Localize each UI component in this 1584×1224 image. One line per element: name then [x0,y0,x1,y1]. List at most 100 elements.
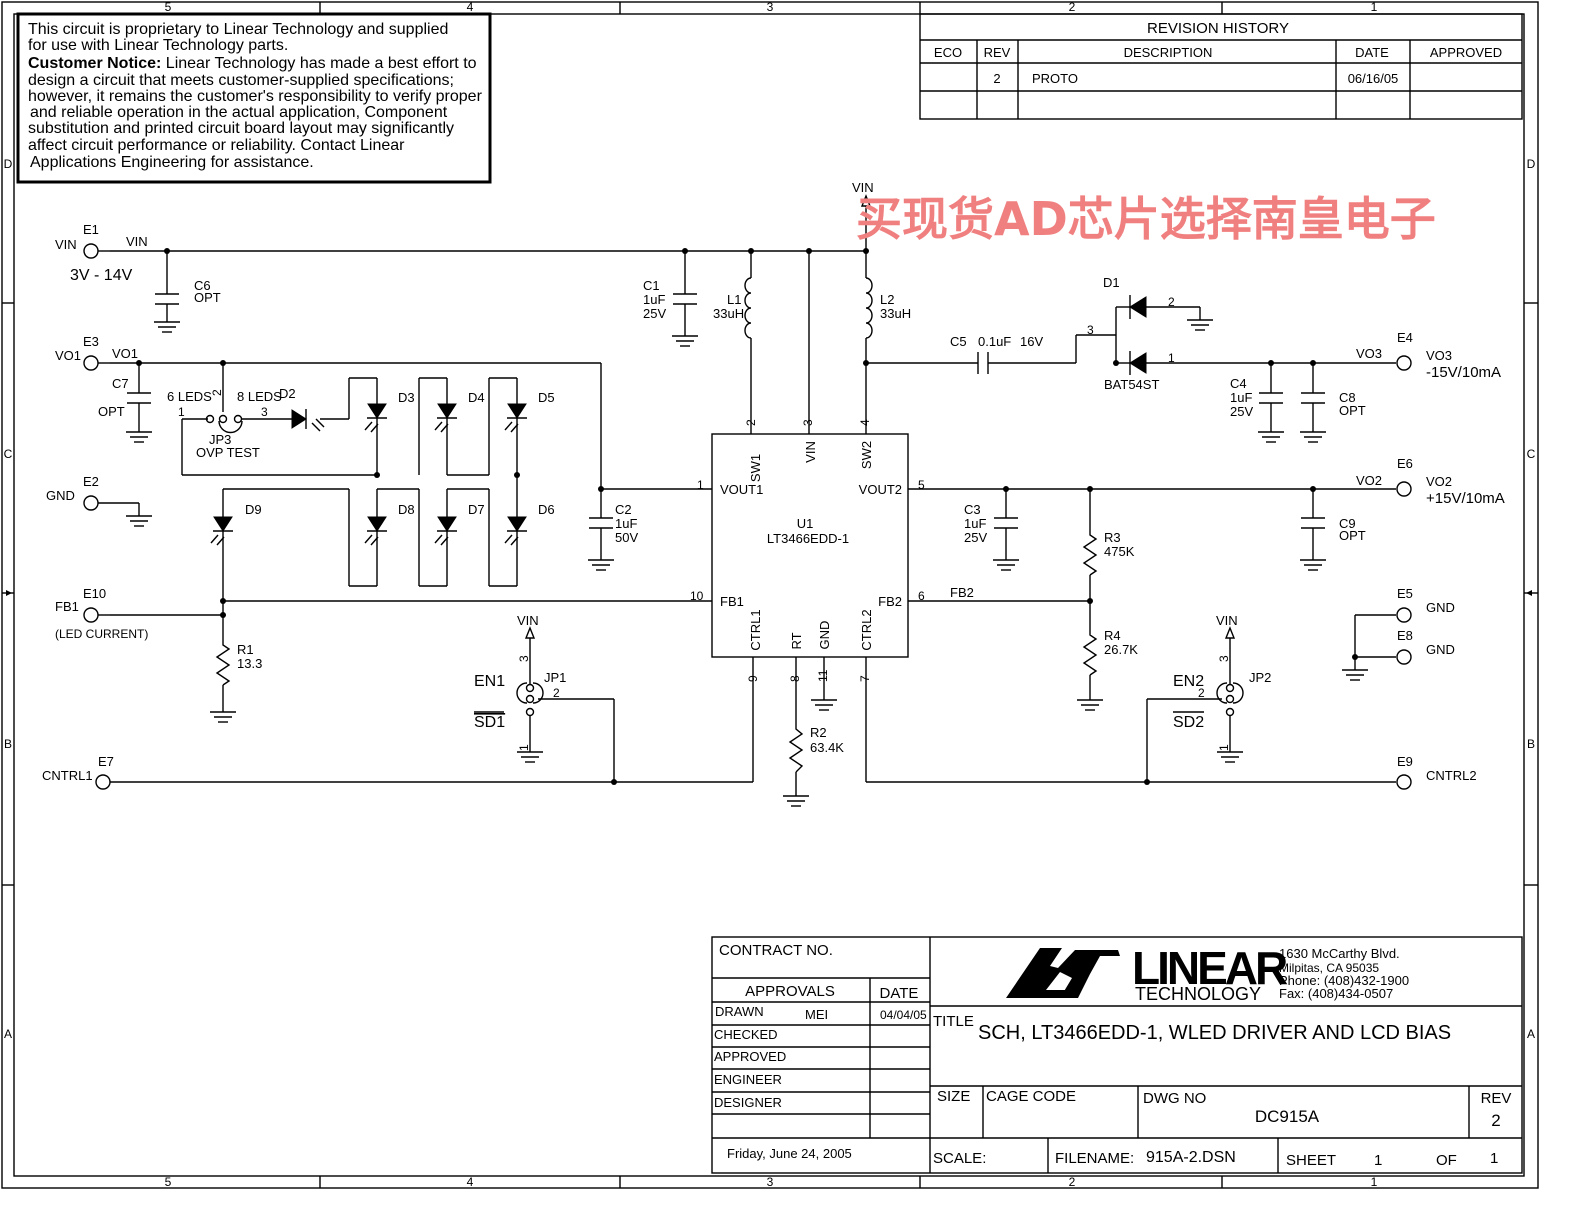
terminal-e1[interactable] [83,243,99,259]
component-ref: R1 [237,642,254,657]
notice-line: Customer Notice: Linear Technology has m… [28,55,477,72]
component-ref: C4 [1230,376,1247,391]
title-block: CONTRACT NO. APPROVALS DATE DRAWN MEI 04… [711,936,1523,1174]
company-address: Milpitas, CA 95035 [1279,961,1379,975]
svg-text:2: 2 [553,686,560,700]
component-value: OPT [1339,403,1366,418]
terminal-e8[interactable] [1396,649,1412,665]
jumper-jp1[interactable] [516,682,544,717]
pin-number: 4 [858,419,872,426]
linear-technology-logo: LINEAR TECHNOLOGY [1006,942,1291,1004]
component-value: 63.4K [810,740,844,755]
zone-col-label: 1 [1371,0,1378,14]
terminal-name: CNTRL2 [1426,768,1477,783]
zone-col-label: 2 [1069,0,1076,14]
zone-row-label: C [1527,447,1536,461]
terminal-e2[interactable] [83,495,99,511]
svg-text:2: 2 [1198,686,1205,700]
notice-bold: Customer Notice: [28,55,161,72]
terminal-e5[interactable] [1396,607,1412,623]
pin-name: FB1 [720,594,744,609]
component-ref: C6 [194,278,211,293]
pin-number: 10 [690,589,704,603]
notice-line: and reliable operation in the actual app… [30,104,448,121]
net-label: FB2 [950,585,974,600]
terminal-ref: E3 [83,334,99,349]
svg-text:1: 1 [1168,351,1175,365]
jumper-jp3[interactable] [205,414,243,434]
watermark-text: 买现货AD芯片选择南皇电子 [856,192,1436,246]
ground-symbols [126,319,1368,807]
component-value: 1uF [964,516,986,531]
pin-number: 7 [858,675,872,682]
svg-text:2: 2 [210,389,224,396]
revision-header: DATE [1355,45,1389,60]
zone-col-label: 4 [467,0,474,14]
terminal-e10[interactable] [83,607,99,623]
approval-row-label: APPROVED [714,1049,786,1064]
approval-row-name: MEI [805,1007,828,1022]
jumper-option: 6 LEDS [167,389,212,404]
company-address: 1630 McCarthy Blvd. [1279,946,1400,961]
svg-text:3: 3 [1217,655,1231,662]
jumper-bottom-label: SD1 [474,714,505,731]
contract-label: CONTRACT NO. [719,942,833,959]
jumper-ref: JP3 [209,432,231,447]
component-rating: 16V [1020,334,1043,349]
terminal-name: FB1 [55,599,79,614]
led-ref: D5 [538,390,555,405]
revision-header: REV [984,45,1011,60]
terminal-e4[interactable] [1396,355,1412,371]
led-symbols [210,403,527,546]
of-label: OF [1436,1152,1457,1169]
approval-row-date: 04/04/05 [880,1008,927,1022]
terminal-ref: E2 [83,474,99,489]
size-label: SIZE [937,1088,970,1105]
svg-text:1: 1 [517,744,531,751]
net-label: VO1 [112,346,138,361]
vin-arrows [524,194,1236,639]
led-ref: D3 [398,390,415,405]
pin-number: 8 [788,675,802,682]
zone-col-label: 3 [767,1175,774,1189]
terminal-name: VO2 [1426,474,1452,489]
title-label: TITLE [933,1013,974,1030]
pin-number: 6 [918,589,925,603]
date-header: DATE [880,985,919,1002]
terminal-e3[interactable] [83,355,99,371]
print-date: Friday, June 24, 2005 [727,1146,852,1161]
inductor-symbols [744,277,873,339]
svg-text:3: 3 [1087,323,1094,337]
led-ref: D6 [538,502,555,517]
component-value: 26.7K [1104,642,1138,657]
terminal-e7[interactable] [95,774,111,790]
terminal-e6[interactable] [1396,481,1412,497]
approval-row-label: CHECKED [714,1027,778,1042]
revision-date: 06/16/05 [1348,71,1399,86]
jumper-jp2[interactable] [1216,682,1244,717]
notice-line: This circuit is proprietary to Linear Te… [28,21,448,38]
component-value: 33uH [713,306,744,321]
logo-wordmark: LINEAR [1132,942,1288,994]
component-ref: C3 [964,502,981,517]
jumper-ref: JP2 [1249,670,1271,685]
component-value: 475K [1104,544,1135,559]
zone-col-label: 1 [1371,1175,1378,1189]
net-label: VO3 [1356,346,1382,361]
wires [98,206,1396,796]
dwg-number: DC915A [1255,1107,1320,1126]
pin-name: VOUT1 [720,482,763,497]
pin-name: CTRL1 [748,609,763,650]
svg-text:3: 3 [261,405,268,419]
led-ref: D7 [468,502,485,517]
notice-line: substitution and printed circuit board l… [28,120,454,137]
rev-value: 2 [1491,1111,1500,1130]
ic-u1: VOUT1 VOUT2 FB1 FB2 SW1 VIN SW2 CTRL1 RT… [690,419,925,682]
pin-name: RT [789,632,804,649]
pin-number: 1 [697,478,704,492]
component-value: 33uH [880,306,911,321]
net-label: VIN [1216,613,1238,628]
drawing-title: SCH, LT3466EDD-1, WLED DRIVER AND LCD BI… [978,1022,1451,1044]
terminal-e9[interactable] [1396,774,1412,790]
